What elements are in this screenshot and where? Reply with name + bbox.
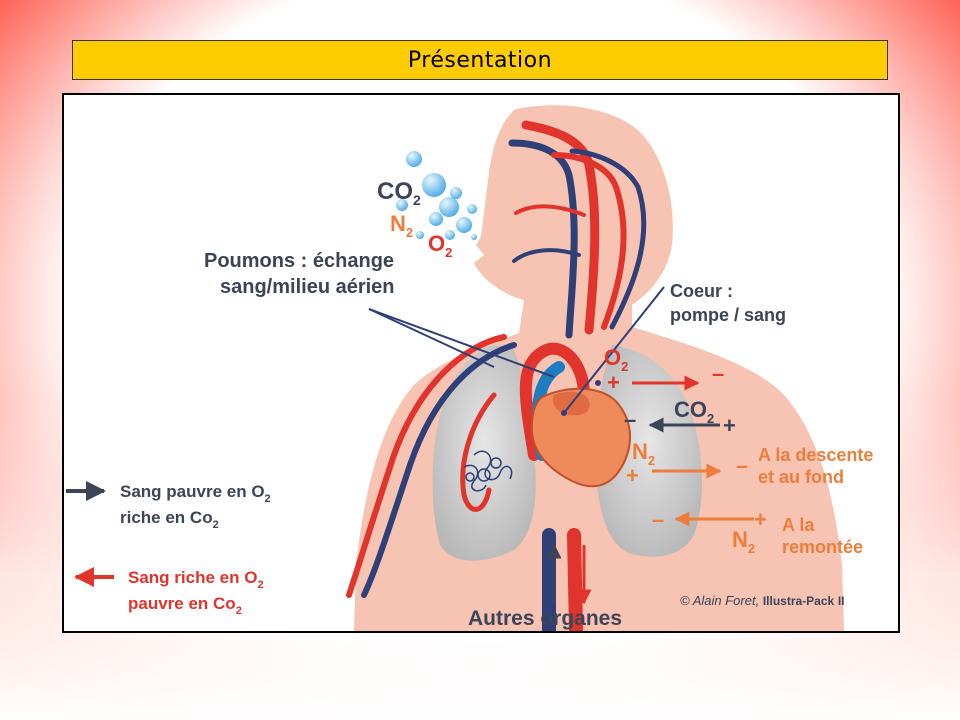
o2-exchange: O2 + – xyxy=(604,345,724,395)
gas-n2-sub: 2 xyxy=(406,225,413,240)
legend-oxygenated: Sang riche en O2 pauvre en Co2 xyxy=(74,567,264,617)
svg-text:N2: N2 xyxy=(390,211,413,240)
svg-text:CO2: CO2 xyxy=(377,178,421,208)
svg-text:N2: N2 xyxy=(632,439,655,468)
right-lung xyxy=(595,345,703,557)
svg-text:–: – xyxy=(736,453,748,478)
breath-bubbles xyxy=(396,151,477,240)
svg-text:O2: O2 xyxy=(428,231,452,260)
co2-exchange: CO2 + – xyxy=(624,397,736,438)
svg-text:–: – xyxy=(624,407,636,432)
svg-text:–: – xyxy=(652,507,664,532)
other-organs-label: Autres organes xyxy=(468,607,622,630)
ascent-label-line2: remontée xyxy=(782,537,863,557)
head-vessels xyxy=(508,120,647,339)
lungs-pointer-lines xyxy=(368,308,555,378)
svg-text:O2: O2 xyxy=(604,345,628,374)
legend-deoxygenated: Sang pauvre en O2 riche en Co2 xyxy=(66,481,271,531)
heart-pointer-dot xyxy=(561,410,567,416)
n2-descent-exchange: N2 + – xyxy=(626,439,748,488)
svg-text:riche en Co2: riche en Co2 xyxy=(120,508,219,531)
gas-o2-sub: 2 xyxy=(445,245,452,260)
svg-text:Sang riche en O2: Sang riche en O2 xyxy=(128,568,264,591)
n2-ascent-exchange: – + N2 xyxy=(652,507,767,556)
svg-text:CO2: CO2 xyxy=(674,397,714,426)
gas-o2: O xyxy=(428,231,445,256)
heart xyxy=(530,387,631,488)
credit-text: © Alain Foret, Illustra-Pack II xyxy=(680,593,844,608)
diagram-frame: CO2 N2 O2 Poumons : échange sang/milieu … xyxy=(62,93,900,633)
limb-vessels xyxy=(346,334,517,598)
svg-text:+: + xyxy=(723,413,736,438)
svg-text:–: – xyxy=(712,361,724,386)
svg-text:+: + xyxy=(754,507,767,532)
gas-co2: CO xyxy=(377,178,413,205)
gas-co2-sub: 2 xyxy=(413,192,421,208)
heart-pointer-line xyxy=(563,286,665,414)
slide-title-bar: Présentation xyxy=(72,40,888,80)
svg-text:+: + xyxy=(626,463,639,488)
lungs-label-line2: sang/milieu aérien xyxy=(220,276,395,298)
slide-title: Présentation xyxy=(407,47,553,73)
heart-label-line1: Coeur : xyxy=(670,281,733,301)
svg-text:N2: N2 xyxy=(732,527,755,556)
lungs-label-line1: Poumons : échange xyxy=(204,250,394,272)
lung-capillaries xyxy=(463,450,513,492)
gas-n2: N xyxy=(390,211,406,236)
other-organs-arrows xyxy=(546,543,592,605)
left-lung xyxy=(432,345,536,561)
descent-label-line2: et au fond xyxy=(758,467,844,487)
lung-pointer-dot xyxy=(595,380,601,386)
heart-label-line2: pompe / sang xyxy=(670,305,786,325)
svg-text:pauvre en Co2: pauvre en Co2 xyxy=(128,594,242,617)
ascent-label-line1: A la xyxy=(782,515,815,535)
svg-text:+: + xyxy=(607,370,620,395)
svg-text:Sang pauvre en O2: Sang pauvre en O2 xyxy=(120,482,271,505)
circulation-diagram: CO2 N2 O2 Poumons : échange sang/milieu … xyxy=(66,105,873,631)
exhaled-gases: CO2 N2 O2 xyxy=(377,178,452,260)
descent-label-line1: A la descente xyxy=(758,445,873,465)
